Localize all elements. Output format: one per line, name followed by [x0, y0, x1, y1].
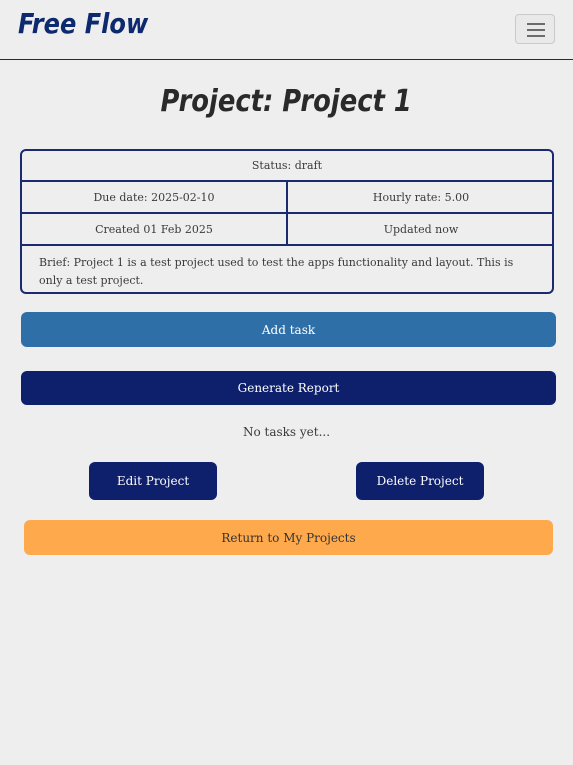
table-row: Created 01 Feb 2025 Updated now	[22, 214, 552, 246]
table-row: Status: draft	[22, 151, 552, 182]
page-title: Project: Project 1	[0, 84, 573, 119]
status-cell: Status: draft	[251, 159, 323, 172]
navbar: Free Flow	[0, 0, 573, 60]
delete-project-button[interactable]: Delete Project	[356, 462, 484, 500]
project-details-table: Status: draft Due date: 2025-02-10 Hourl…	[20, 149, 554, 294]
menu-bar-line	[527, 23, 545, 25]
menu-bar-line	[527, 35, 545, 37]
add-task-button[interactable]: Add task	[21, 312, 556, 347]
menu-bar-line	[527, 29, 545, 31]
page-title-text: Project: Project 1	[160, 84, 413, 119]
generate-report-button[interactable]: Generate Report	[21, 371, 556, 405]
updated-cell: Updated now	[383, 222, 459, 236]
brand-logo[interactable]: Free Flow	[18, 7, 149, 40]
no-tasks-message: No tasks yet...	[242, 425, 331, 439]
brief-text: Brief: Project 1 is a test project used …	[39, 256, 514, 287]
hourly-rate-cell: Hourly rate: 5.00	[372, 190, 470, 204]
edit-project-button[interactable]: Edit Project	[89, 462, 217, 500]
hamburger-menu-icon[interactable]	[515, 14, 555, 44]
table-row: Due date: 2025-02-10 Hourly rate: 5.00	[22, 182, 552, 214]
created-cell: Created 01 Feb 2025	[22, 214, 288, 244]
table-row: Brief: Project 1 is a test project used …	[22, 246, 552, 292]
return-to-projects-button[interactable]: Return to My Projects	[24, 520, 553, 555]
due-date-cell: Due date: 2025-02-10	[22, 182, 288, 212]
